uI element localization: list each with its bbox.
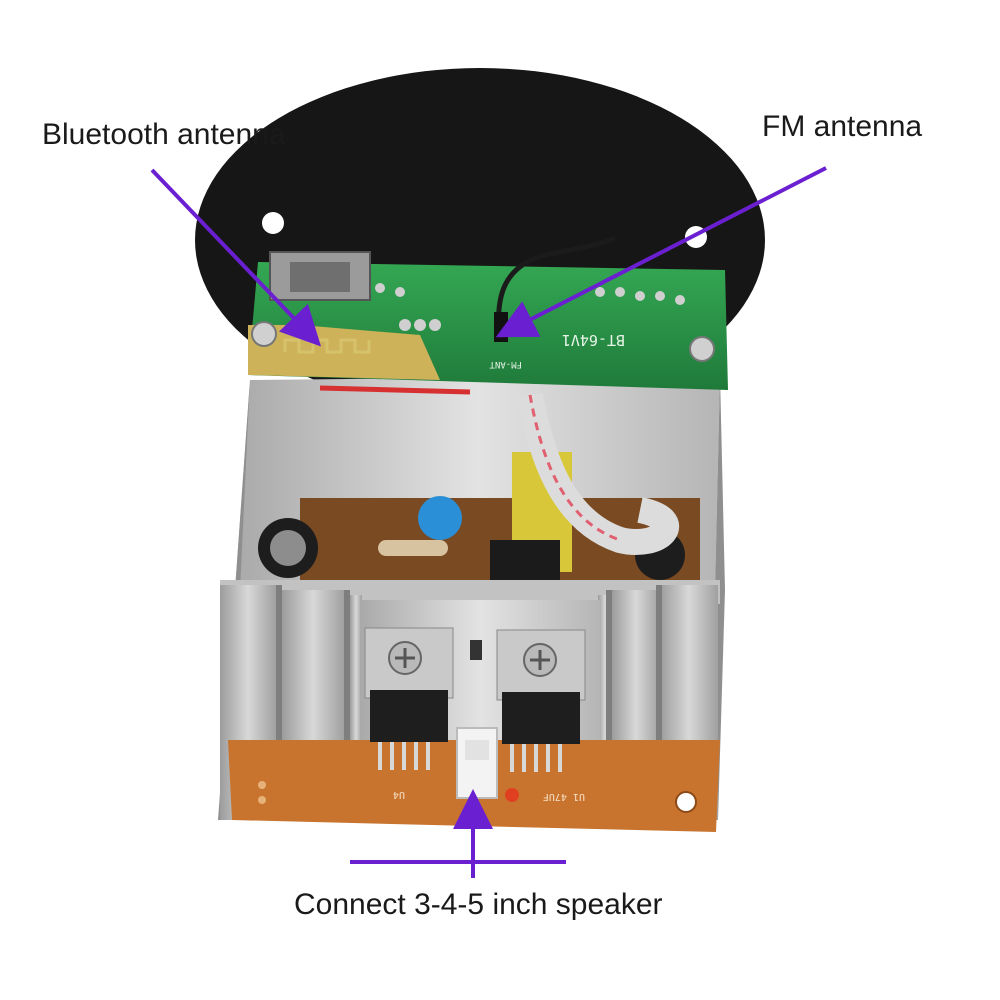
regulator-right-body bbox=[502, 692, 580, 744]
fm-arrow bbox=[495, 166, 827, 338]
module-id-text: BT-64V1 bbox=[562, 331, 625, 349]
center-slot bbox=[470, 640, 482, 660]
led-red bbox=[505, 788, 519, 802]
regulator-right-pins bbox=[510, 744, 562, 772]
regulator-left-pins bbox=[378, 742, 430, 770]
board-pad bbox=[258, 781, 266, 789]
connector-slot bbox=[465, 740, 489, 760]
sd-card-slot-inner bbox=[290, 262, 350, 292]
pcb-screw-right bbox=[689, 336, 715, 362]
resistor bbox=[378, 540, 448, 556]
pcb-screw-left bbox=[251, 321, 277, 347]
fm-ant-text: FM-ANT bbox=[489, 359, 522, 369]
speaker-label: Connect 3-4-5 inch speaker bbox=[294, 888, 663, 921]
bluetooth-arrow bbox=[150, 168, 322, 347]
transformer-core bbox=[490, 540, 560, 580]
fm-antenna-label: FM antenna bbox=[762, 110, 923, 143]
fm-connector bbox=[494, 312, 508, 342]
board-hole bbox=[675, 791, 697, 813]
red-wire bbox=[319, 385, 471, 395]
board-pad-2 bbox=[258, 796, 266, 804]
fin-gaps bbox=[276, 585, 662, 820]
ribbon-stripe bbox=[528, 394, 621, 542]
regulator-left-body bbox=[370, 690, 448, 742]
u4-text: U4 bbox=[393, 789, 405, 800]
capacitor-blue bbox=[418, 496, 462, 540]
u1-text: U1 47UF bbox=[543, 791, 585, 802]
speaker-connector bbox=[456, 727, 498, 799]
bluetooth-antenna-label: Bluetooth antenna bbox=[42, 118, 286, 151]
capacitor-top bbox=[270, 530, 306, 566]
screw-slot-left bbox=[395, 648, 415, 668]
ribbon-cable bbox=[517, 392, 679, 555]
solder-pads bbox=[375, 283, 685, 331]
bluetooth-trace-antenna bbox=[283, 338, 371, 354]
plate-hole-left bbox=[262, 212, 284, 234]
screw-slot-right bbox=[530, 650, 550, 670]
